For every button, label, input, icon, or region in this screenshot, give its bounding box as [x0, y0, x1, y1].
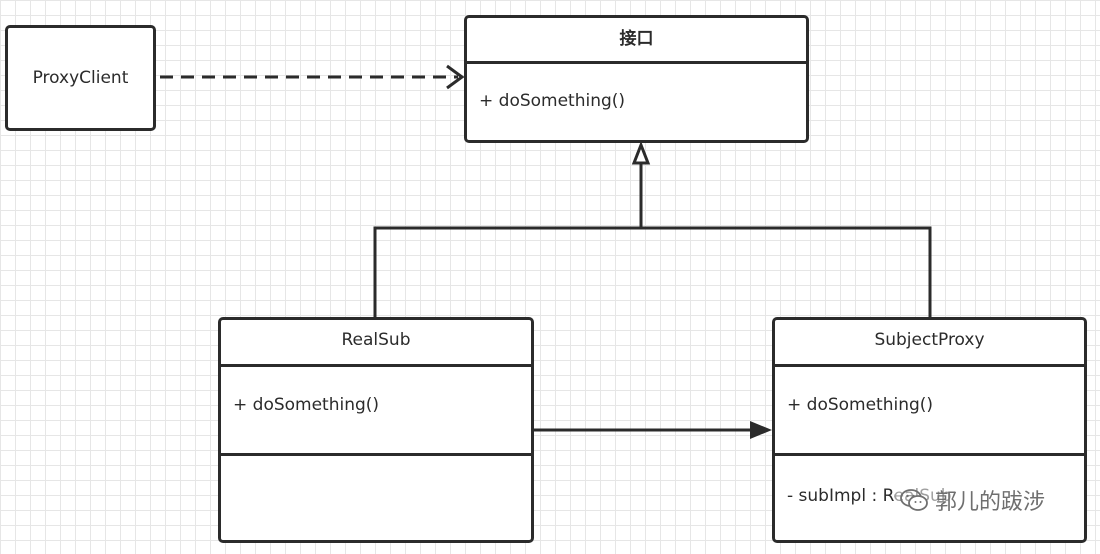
subject-proxy-title: SubjectProxy [874, 330, 985, 350]
realsub-method: + doSomething() [233, 395, 380, 415]
realsub-fields [221, 453, 531, 540]
realsub-box[interactable]: RealSub + doSomething() [218, 317, 534, 543]
wechat-icon [900, 489, 928, 511]
watermark-text: 郭儿的跋涉 [935, 490, 1046, 515]
realization-line-realsub [373, 226, 641, 317]
interface-box[interactable]: 接口 + doSomething() [464, 15, 809, 143]
subject-proxy-method: + doSomething() [787, 395, 934, 415]
realsub-methods: + doSomething() [221, 364, 531, 453]
realization-arrowhead [631, 140, 651, 165]
subject-proxy-methods: + doSomething() [775, 364, 1084, 453]
interface-methods: + doSomething() [467, 61, 806, 140]
watermark: 郭儿的跋涉 [895, 482, 1050, 518]
proxy-client-box[interactable]: ProxyClient [5, 25, 156, 131]
realization-line-proxy [641, 226, 932, 317]
interface-title: 接口 [619, 29, 654, 49]
dependency-arrowhead [446, 64, 465, 90]
realsub-title: RealSub [341, 330, 411, 350]
association-arrowhead [750, 421, 772, 439]
interface-method: + doSomething() [479, 91, 626, 111]
proxy-client-label: ProxyClient [32, 68, 129, 88]
